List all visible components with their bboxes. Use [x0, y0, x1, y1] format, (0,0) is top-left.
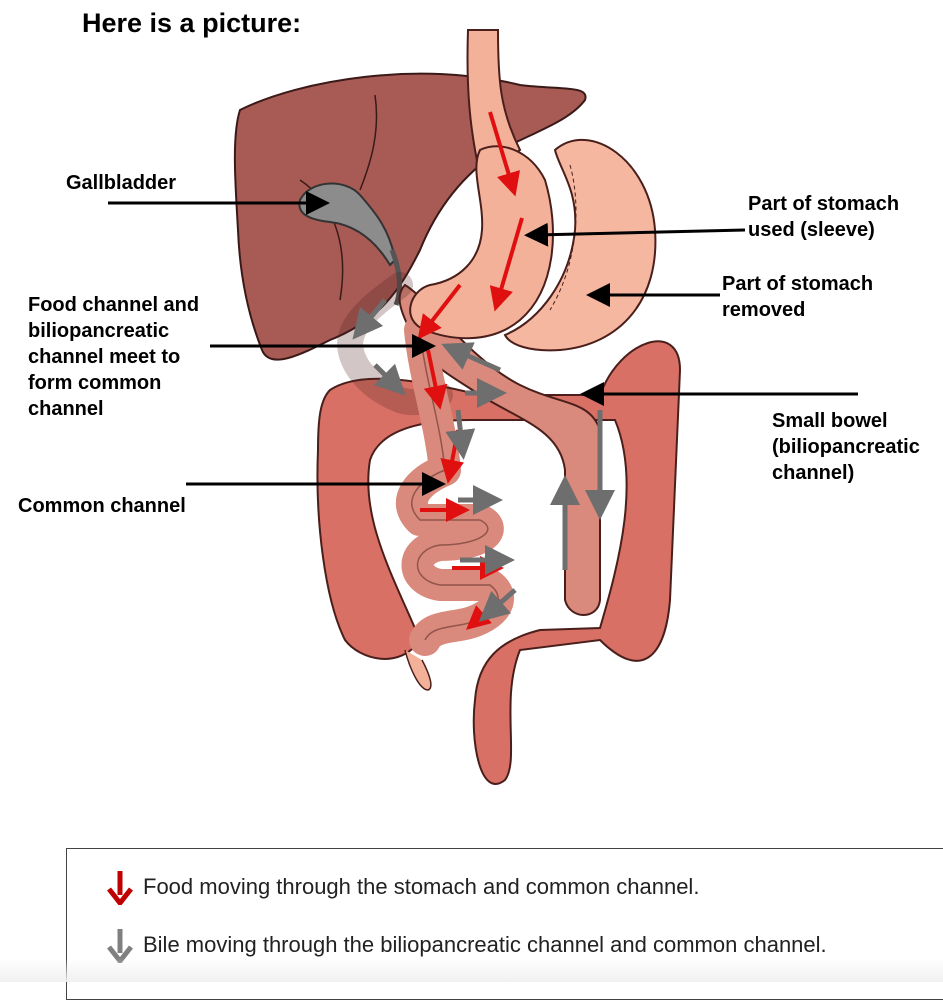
- legend-food-row: Food moving through the stomach and comm…: [107, 869, 699, 905]
- label-common-channel: Common channel: [18, 493, 186, 519]
- bottom-fade: [0, 958, 943, 982]
- legend-food-label: Food moving through the stomach and comm…: [143, 874, 699, 900]
- label-removed: Part of stomach removed: [722, 271, 873, 323]
- label-small-bowel: Small bowel (biliopancreatic channel): [772, 408, 920, 486]
- legend-bile-label: Bile moving through the biliopancreatic …: [143, 932, 827, 958]
- label-sleeve: Part of stomach used (sleeve): [748, 191, 899, 243]
- label-gallbladder: Gallbladder: [66, 170, 176, 196]
- colon: [317, 341, 680, 784]
- red-down-arrow-icon: [107, 869, 133, 905]
- appendix: [405, 650, 431, 690]
- label-channels-meet: Food channel and biliopancreatic channel…: [28, 292, 199, 422]
